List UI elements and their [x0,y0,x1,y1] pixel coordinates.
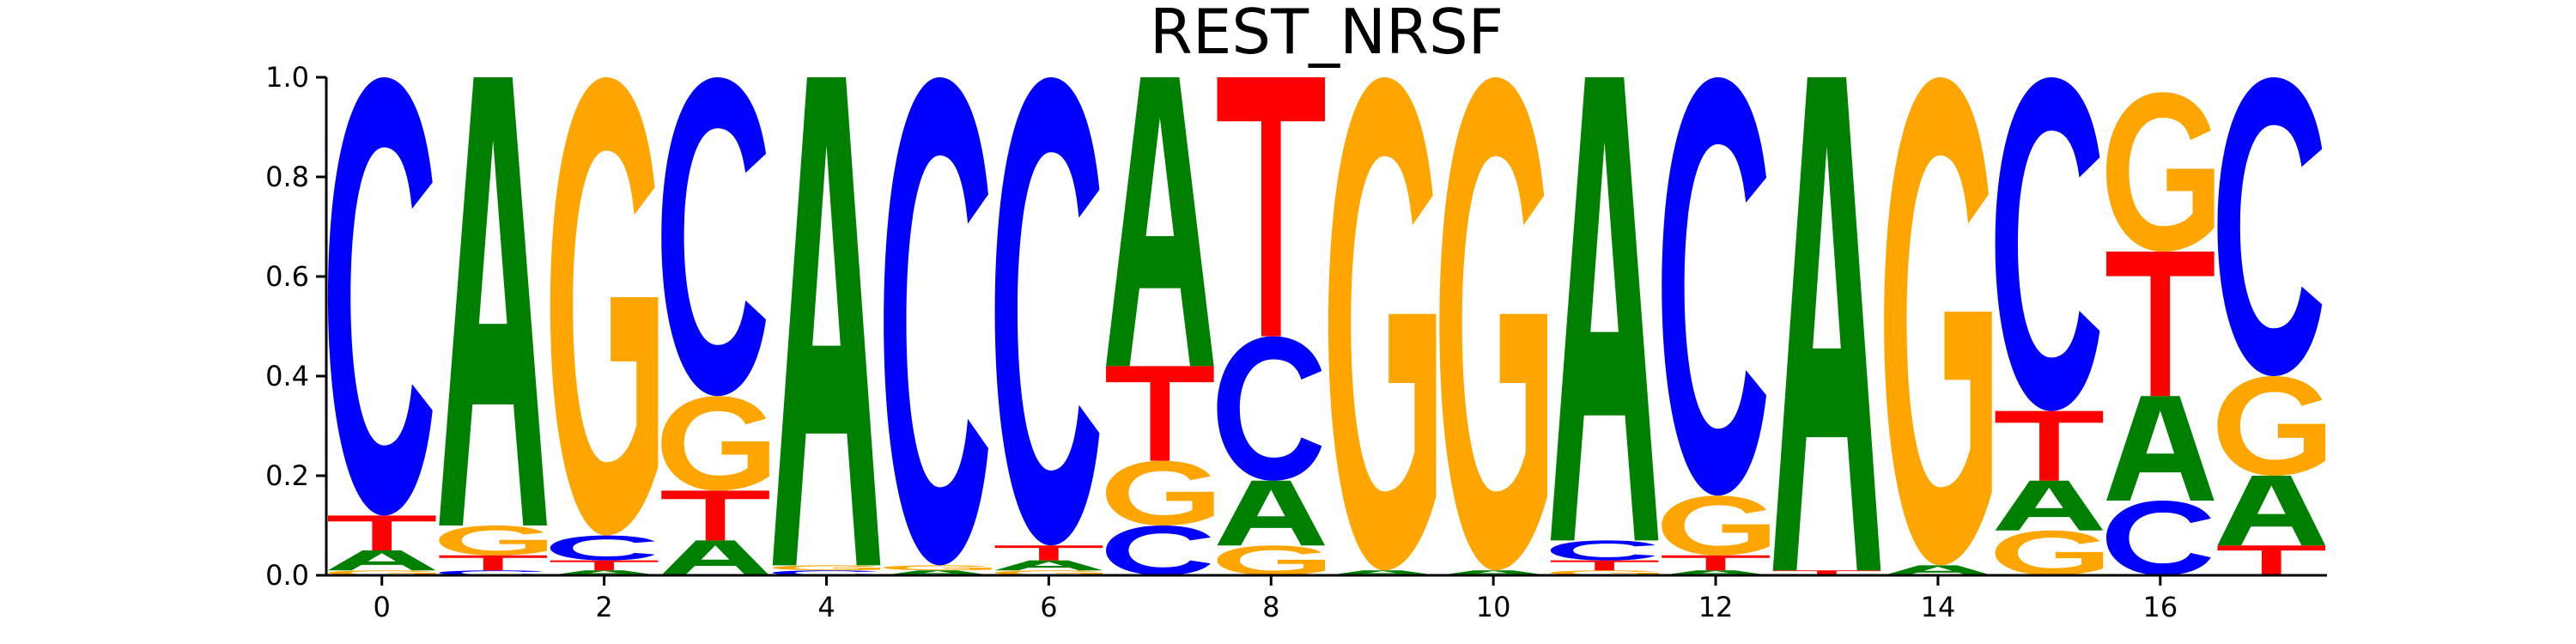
logo-letter-A-pos-0 [327,550,436,571]
logo-letter-T-pos-15 [1995,410,2104,481]
logo-letters [327,77,2326,575]
logo-letter-C-pos-5 [884,77,988,566]
logo-letter-A-pos-1 [439,77,547,526]
logo-letter-G-pos-5 [884,565,992,571]
axes [325,77,2327,577]
logo-letter-C-pos-15 [1995,77,2100,411]
logo-letter-G-pos-7 [1106,460,1214,526]
x-tick-label: 12 [1698,591,1734,623]
logo-letter-A-pos-8 [1217,480,1326,546]
logo-letter-C-pos-16 [2106,501,2211,575]
x-axis-ticks: 0 2 4 6 8 10 12 14 16 [374,575,2178,623]
x-tick-label: 6 [1040,591,1057,623]
chart-title: REST_NRSF [1150,0,1504,68]
logo-letter-T-pos-7 [1106,366,1214,461]
logo-letter-T-pos-16 [2106,252,2215,397]
logo-letter-A-pos-15 [1995,480,2104,531]
logo-letter-T-pos-8 [1217,77,1326,337]
x-tick-label: 0 [374,591,391,623]
logo-letter-T-pos-6 [994,545,1103,561]
logo-letter-G-pos-12 [1662,495,1770,556]
y-tick-label: 1.0 [265,61,309,94]
logo-letter-C-pos-7 [1106,526,1211,575]
logo-letter-A-pos-13 [1772,77,1881,571]
logo-letter-G-pos-1 [439,526,547,556]
logo-letter-G-pos-2 [550,77,659,536]
logo-letter-G-pos-17 [2217,376,2326,476]
logo-letter-A-pos-6 [994,560,1103,571]
x-tick-label: 14 [1921,591,1956,623]
logo-letter-T-pos-3 [661,490,769,541]
logo-letter-T-pos-2 [550,560,659,571]
y-tick-label: 0.8 [265,161,309,193]
x-tick-label: 16 [2142,591,2178,623]
logo-letter-G-pos-8 [1217,545,1326,575]
logo-letter-A-pos-7 [1106,77,1214,367]
x-tick-label: 8 [1262,591,1279,623]
logo-letter-T-pos-11 [1550,560,1659,571]
logo-letter-C-pos-0 [327,77,433,516]
logo-letter-C-pos-2 [550,535,655,561]
logo-letter-G-pos-14 [1884,77,1992,566]
logo-letter-A-pos-11 [1550,77,1659,541]
logo-letter-G-pos-4 [772,565,881,571]
logo-letter-G-pos-10 [1439,77,1547,571]
y-tick-label: 0.4 [265,360,309,392]
logo-letter-G-pos-3 [661,396,769,491]
logo-letter-G-pos-15 [1995,530,2104,575]
logo-letter-A-pos-3 [661,540,769,575]
logo-letter-T-pos-12 [1662,555,1770,571]
logo-letter-A-pos-14 [1884,565,1992,575]
y-tick-label: 0.0 [265,559,309,592]
logo-letter-C-pos-8 [1217,336,1322,481]
logo-letter-T-pos-13 [1772,570,1881,575]
logo-letter-C-pos-17 [2217,77,2323,376]
logo-letter-A-pos-17 [2217,476,2326,546]
logo-letter-A-pos-16 [2106,396,2215,501]
logo-letter-C-pos-12 [1662,77,1767,496]
logo-letter-C-pos-11 [1550,540,1656,561]
y-tick-label: 0.6 [265,260,309,293]
x-tick-label: 2 [595,591,612,623]
logo-letter-G-pos-16 [2106,92,2215,252]
x-tick-label: 4 [817,591,835,623]
logo-letter-C-pos-6 [994,77,1100,546]
y-axis-ticks: 0.0 0.2 0.4 0.6 0.8 1.0 [265,61,326,592]
x-tick-label: 10 [1476,591,1511,623]
logo-letter-C-pos-3 [661,77,767,397]
y-tick-label: 0.2 [265,459,309,492]
logo-letter-T-pos-1 [439,555,547,571]
logo-letter-G-pos-9 [1327,77,1437,571]
logo-letter-T-pos-0 [327,515,436,550]
logo-letter-T-pos-17 [2217,545,2326,575]
logo-letter-A-pos-4 [772,77,881,566]
